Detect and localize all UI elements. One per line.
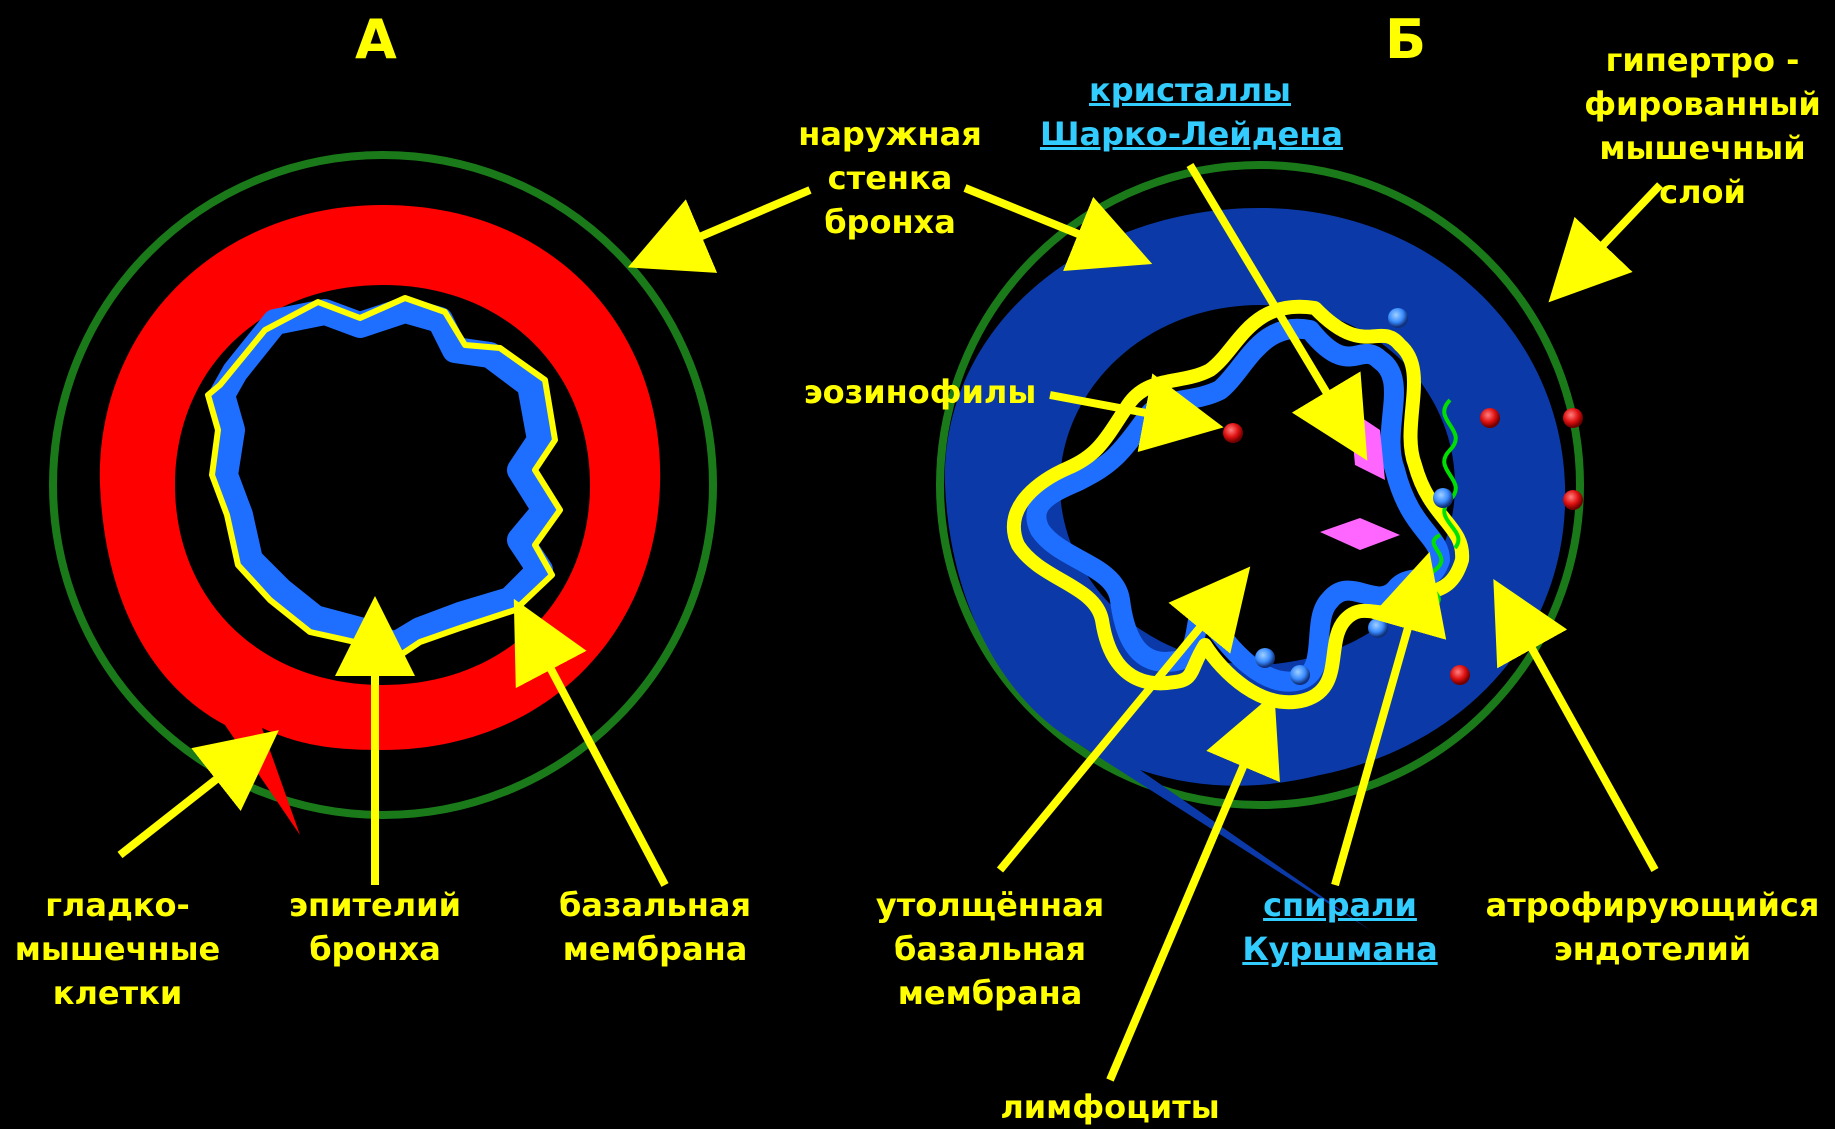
label-line: бронха [785,200,995,244]
label-line: фированный [1570,82,1835,126]
label-line: эпителий [280,883,470,927]
label-line: гладко- [0,883,235,927]
label-line: базальная [545,883,765,927]
link-charcot-leyden-crystals[interactable]: кристаллы Шарко-Лейдена [1040,68,1340,156]
label-line: мышечные [0,927,235,971]
label-line: лимфоциты [990,1085,1230,1129]
lymphocyte [1290,665,1310,685]
label-line: спирали [1235,883,1445,927]
label-smooth-muscle: гладко- мышечные клетки [0,883,235,1015]
eosinophil [1563,408,1583,428]
label-line: гипертро - [1570,38,1835,82]
epithelium-a [222,310,545,645]
crystal-1 [1350,410,1385,480]
label-line: эндотелий [1470,927,1835,971]
label-hypertrophied-muscle: гипертро - фированный мышечный слой [1570,38,1835,214]
label-line: бронха [280,927,470,971]
label-line: атрофирующийся [1470,883,1835,927]
label-basal-membrane: базальная мембрана [545,883,765,971]
label-line: наружная [785,112,995,156]
lymphocyte [1255,648,1275,668]
label-lymphocytes: лимфоциты [990,1085,1230,1129]
eosinophil [1480,408,1500,428]
label-line: мембрана [545,927,765,971]
lymphocyte [1388,308,1408,328]
label-line: эозинофилы [790,370,1050,414]
panel-label-b: Б [1385,10,1426,70]
label-line: утолщённая [865,883,1115,927]
panel-label-a: А [355,10,397,70]
label-atrophic-endothelium: атрофирующийся эндотелий [1470,883,1835,971]
link-curschmann-spirals[interactable]: спирали Куршмана [1235,883,1445,971]
eosinophil [1223,423,1243,443]
label-outer-wall: наружная стенка бронха [785,112,995,244]
arrow-atrophic [1505,600,1655,870]
eosinophil [1563,490,1583,510]
label-line: слой [1570,170,1835,214]
bronchus-normal [53,155,713,835]
label-epithelium: эпителий бронха [280,883,470,971]
arrow-basal-membrane [525,620,665,885]
lymphocyte [1368,618,1388,638]
smooth-muscle-ring [100,205,660,835]
label-eosinophils: эозинофилы [790,370,1050,414]
label-line: Шарко-Лейдена [1040,112,1340,156]
label-line: стенка [785,156,995,200]
lymphocyte [1433,488,1453,508]
crystal-2 [1320,518,1400,550]
label-line: кристаллы [1040,68,1340,112]
label-line: базальная [865,927,1115,971]
label-line: клетки [0,971,235,1015]
label-line: Куршмана [1235,927,1445,971]
label-line: мембрана [865,971,1115,1015]
label-line: мышечный [1570,126,1835,170]
eosinophil [1450,665,1470,685]
label-thick-basal-membrane: утолщённая базальная мембрана [865,883,1115,1015]
arrow-smooth-muscle [120,745,260,855]
